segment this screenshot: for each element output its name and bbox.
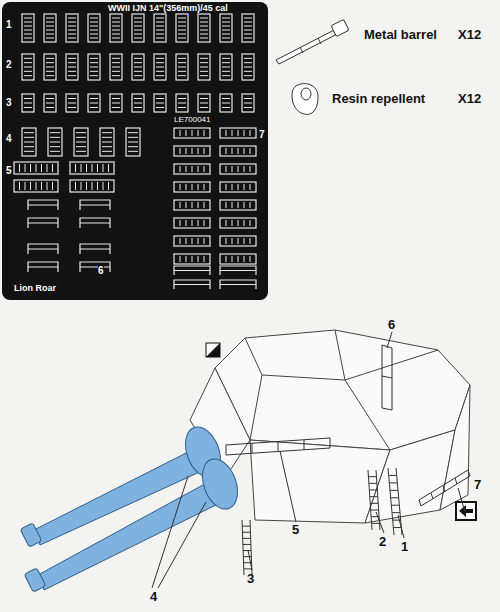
- callout-number: 4: [150, 590, 157, 603]
- callout-number: 2: [379, 535, 386, 548]
- part-number: 7: [259, 130, 265, 140]
- gun-barrels: [20, 422, 244, 592]
- callout-number: 3: [247, 572, 254, 585]
- callout-number: 5: [292, 523, 299, 536]
- part-number: 4: [6, 134, 12, 144]
- quantity: X12: [458, 92, 481, 105]
- part-number: 6: [98, 266, 104, 276]
- photo-etch-fret: [2, 2, 268, 300]
- part-name: Resin repellent: [332, 92, 425, 105]
- part-number: 1: [6, 20, 12, 30]
- part-name: Metal barrel: [364, 28, 437, 41]
- part-number: 5: [6, 166, 12, 176]
- fret-title: WWII IJN 14"(356mm)/45 cal: [108, 4, 228, 13]
- part-number: 2: [6, 60, 12, 70]
- brand-name: Lion Roar: [14, 284, 56, 293]
- callout-number: 1: [401, 540, 408, 553]
- view-symbol: [206, 343, 220, 357]
- callout-number: 7: [474, 478, 481, 491]
- metal-barrel: [276, 19, 349, 64]
- leader-lines: [152, 332, 465, 588]
- arrow-symbol: [456, 502, 476, 520]
- turret: [190, 330, 470, 523]
- quantity: X12: [458, 28, 481, 41]
- part-number: LE700041: [174, 116, 210, 124]
- callout-number: 6: [388, 318, 395, 331]
- resin-repellent: [292, 84, 318, 115]
- part-number: 3: [6, 98, 12, 108]
- railings-and-ladders: [226, 345, 470, 575]
- fret-parts: [14, 14, 256, 289]
